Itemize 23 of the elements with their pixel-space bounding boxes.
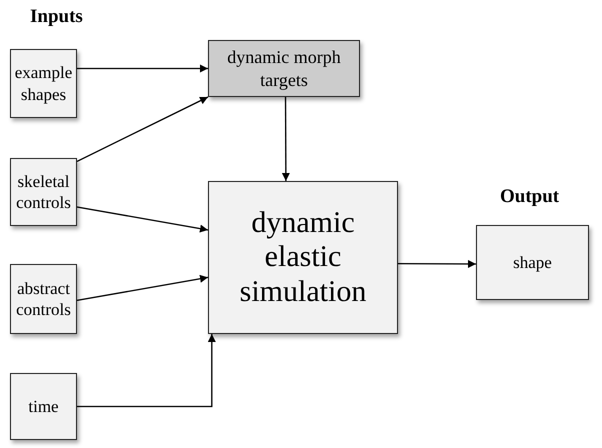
node-text: shape [513, 252, 552, 274]
node-text: abstract controls [15, 278, 72, 320]
node-text: dynamic elastic simulation [238, 206, 368, 310]
input-box [476, 225, 589, 300]
node-text: time [28, 396, 59, 418]
arrow [77, 64, 208, 72]
arrow [398, 260, 476, 268]
node-text: dynamic morph targets [226, 46, 342, 91]
input-box [10, 264, 77, 334]
input-box [10, 373, 77, 440]
arrow [76, 274, 208, 302]
arrow [77, 334, 216, 408]
arrow [282, 97, 290, 181]
node-text: skeletal controls [15, 170, 72, 214]
input-box [208, 40, 360, 97]
arrow [76, 96, 208, 162]
node-text: example shapes [14, 62, 74, 105]
arrow [76, 206, 208, 233]
input-box [10, 158, 77, 226]
column-heading: Output [500, 186, 560, 208]
input-box [10, 49, 77, 118]
process-box [208, 181, 398, 334]
column-heading: Inputs [30, 6, 83, 28]
